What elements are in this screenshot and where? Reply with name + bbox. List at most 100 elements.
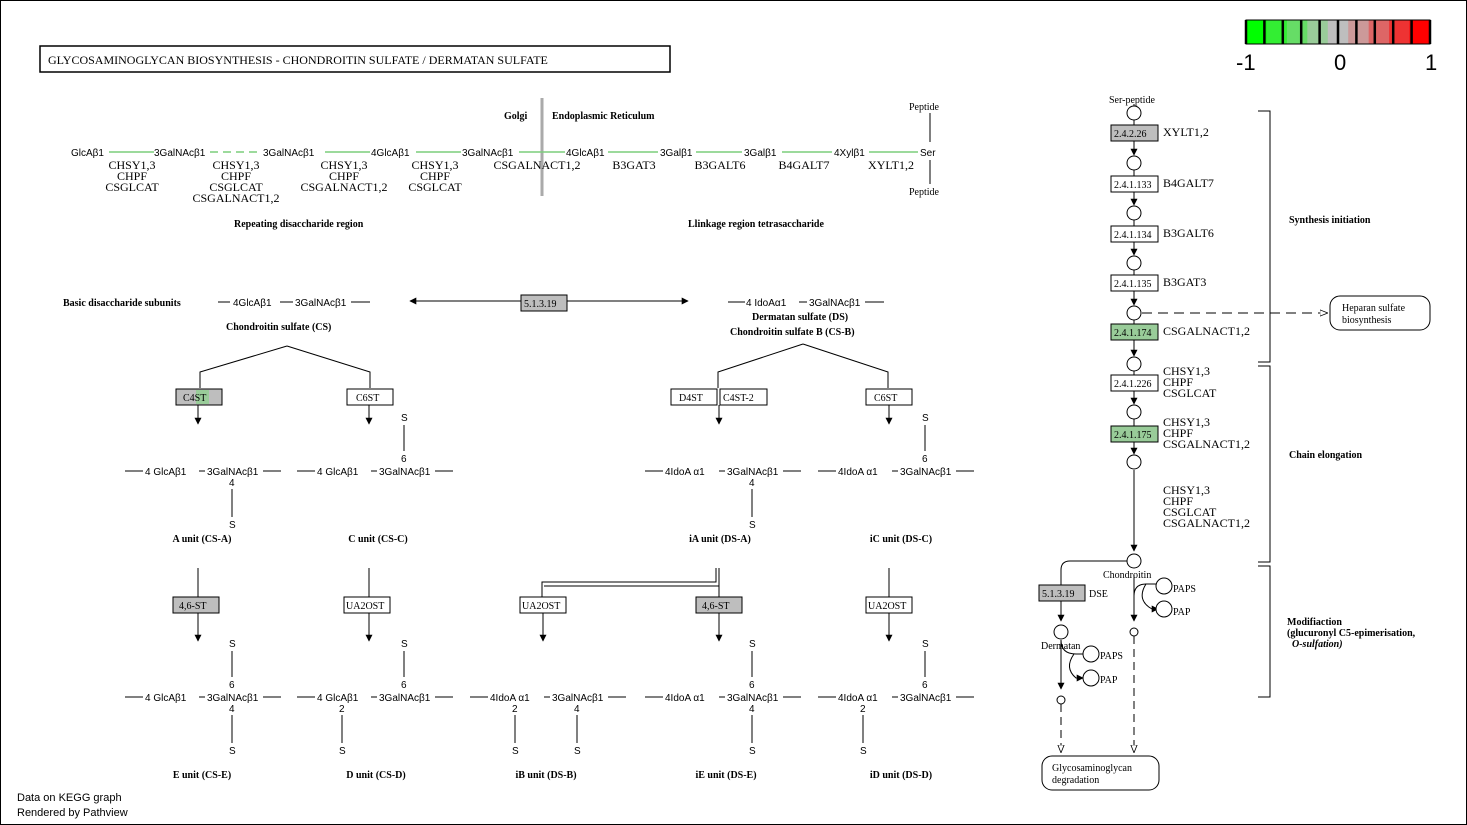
legend-swatch (1348, 20, 1370, 44)
epimerase-box[interactable]: 5.1.3.19 (520, 294, 568, 312)
chain-enzyme-label: CHPF (221, 169, 251, 183)
ds-branch-right (802, 343, 889, 388)
chain-enzyme-label: CSGLCAT (105, 180, 159, 194)
unit-sugar: 4 GlcAβ1 (145, 693, 187, 704)
unit-sugar-bg (488, 691, 544, 703)
paps-node-cs[interactable] (1155, 577, 1173, 595)
pap-label-ds: PAP (1100, 675, 1118, 686)
cs-product-node[interactable] (1129, 627, 1139, 637)
compound-node[interactable] (1126, 356, 1142, 372)
position-4-label: 4 (749, 704, 755, 715)
ds-sugar-1: 4 IdoAα1 (746, 298, 787, 309)
er-label: Endoplasmic Reticulum (552, 111, 655, 122)
unit-sugar: 4 GlcAβ1 (145, 467, 187, 478)
sulfate-label: S (749, 639, 756, 650)
unit-name-label: C unit (CS-C) (348, 534, 407, 545)
chondroitin-node[interactable] (1126, 553, 1142, 569)
compound-node[interactable] (1126, 155, 1142, 171)
ec-number-label: 2.4.1.133 (1114, 180, 1152, 191)
enzyme-c6st-ds[interactable]: C6ST (865, 388, 913, 406)
ec-box-2.4.1.133[interactable]: 2.4.1.133 (1110, 175, 1159, 193)
cs-sugar-1: 4GlcAβ1 (233, 298, 272, 309)
legend-swatch (1286, 20, 1308, 44)
unit-sugar-bg (725, 691, 783, 703)
unit-sugar-bg (315, 465, 371, 477)
chain-enzyme-label: CHPF (117, 169, 147, 183)
enzyme-46st-e[interactable]: 4,6-ST (172, 596, 220, 614)
enzyme-d4st[interactable]: D4ST (670, 388, 718, 406)
dermatan-node[interactable] (1053, 624, 1069, 640)
compound-node[interactable] (1126, 255, 1142, 271)
enzyme-c4st-2[interactable]: C4ST-2 (719, 388, 768, 406)
unit-name-label: iB unit (DS-B) (515, 770, 576, 781)
degradation-box[interactable]: Glycosaminoglycan degradation (1041, 755, 1160, 791)
footer-line-1: Data on KEGG graph (17, 792, 122, 804)
enzyme-ua2ost-ib[interactable]: UA2OST (519, 596, 567, 614)
compound-node[interactable] (1126, 105, 1142, 121)
chain-enzyme-label: CSGALNACT1,2 (493, 158, 580, 172)
sulfate-label: S (922, 639, 929, 650)
chain-sugar: 3GalNAcβ1 (154, 148, 206, 159)
compound-node[interactable] (1126, 454, 1142, 470)
paps-node-ds[interactable] (1082, 645, 1100, 663)
top-chain: GlcAβ1 3GalNAcβ1 3GalNAcβ1 4GlcAβ1 3GalN… (71, 148, 936, 159)
enzyme-46st-ie-label: 4,6-ST (702, 601, 730, 612)
sulfate-label: S (401, 639, 408, 650)
compound-node[interactable] (1126, 205, 1142, 221)
unit-name-label: iD unit (DS-D) (870, 770, 932, 781)
compound-node[interactable] (1126, 305, 1142, 321)
enzyme-46st-ie[interactable]: 4,6-ST (695, 596, 743, 614)
footer-line-2: Rendered by Pathview (17, 807, 128, 819)
enzyme-ua2ost-id[interactable]: UA2OST (865, 596, 913, 614)
legend-swatch (1266, 20, 1288, 44)
ec-box-2.4.1.226[interactable]: 2.4.1.226 (1110, 374, 1159, 392)
ds-product-node[interactable] (1056, 695, 1066, 705)
ser-peptide-label: Ser-peptide (1109, 95, 1155, 106)
sulfate-label: S (860, 746, 867, 757)
unit-sugar-bg (836, 465, 892, 477)
ec-box-2.4.1.174[interactable]: 2.4.1.174 (1110, 323, 1159, 341)
gene-label: XYLT1,2 (1163, 125, 1209, 139)
elongation-gene-label: CHPF (1163, 494, 1193, 508)
cs-paps-curve (1133, 583, 1156, 620)
ec-box-2.4.1.175[interactable]: 2.4.1.175 (1110, 425, 1159, 443)
sulfate-label: S (749, 520, 756, 531)
chain-enzyme-label: B4GALT7 (779, 158, 830, 172)
ec-number-label: 2.4.2.26 (1114, 129, 1147, 140)
gene-label: CHSY1,3 (1163, 364, 1210, 378)
heparan-label-1: Heparan sulfate (1342, 303, 1406, 314)
enzyme-c6st[interactable]: C6ST (346, 388, 394, 406)
basic-subunits-label: Basic disaccharide subunits (63, 298, 181, 309)
ec-number-label: 2.4.1.134 (1114, 230, 1152, 241)
legend-swatch (1409, 20, 1431, 44)
dse-ec-box[interactable]: 5.1.3.19 (1038, 584, 1086, 602)
heparan-box[interactable]: Heparan sulfate biosynthesis (1329, 295, 1431, 331)
chain-enzyme-label: B3GAT3 (612, 158, 655, 172)
sulfate-label: S (229, 746, 236, 757)
unit-sugar-bg (663, 465, 719, 477)
ec-box-2.4.1.134[interactable]: 2.4.1.134 (1110, 225, 1159, 243)
legend-mid-label: 0 (1334, 50, 1346, 75)
pap-node-cs[interactable] (1155, 600, 1173, 618)
ec-box-2.4.2.26[interactable]: 2.4.2.26 (1110, 124, 1159, 142)
unit-sugar: 4 GlcAβ1 (317, 467, 359, 478)
elongation-gene-label: CSGALNACT1,2 (1163, 516, 1250, 530)
enzyme-ua2ost-d[interactable]: UA2OST (343, 596, 391, 614)
unit-name-label: iC unit (DS-C) (870, 534, 932, 545)
sulfate-label: S (749, 746, 756, 757)
compound-node[interactable] (1126, 404, 1142, 420)
gene-label: B4GALT7 (1163, 176, 1214, 190)
unit-sugar: 3GalNAcβ1 (552, 693, 604, 704)
chain-sugar: 3GalNAcβ1 (263, 148, 315, 159)
pap-node-ds[interactable] (1082, 669, 1100, 687)
position-4-label: 4 (574, 704, 580, 715)
top-chain-enzymes: CHSY1,3CHPFCSGLCATCHSY1,3CHPFCSGLCATCSGA… (105, 158, 914, 205)
enzyme-c4st[interactable]: C4ST (175, 388, 223, 406)
enzyme-46st-e-label: 4,6-ST (179, 601, 207, 612)
unit-sugar: 3GalNAcβ1 (207, 693, 259, 704)
sulfate-label: S (229, 520, 236, 531)
ec-box-2.4.1.135[interactable]: 2.4.1.135 (1110, 274, 1159, 292)
cs-name: Chondroitin sulfate (CS) (226, 322, 331, 333)
